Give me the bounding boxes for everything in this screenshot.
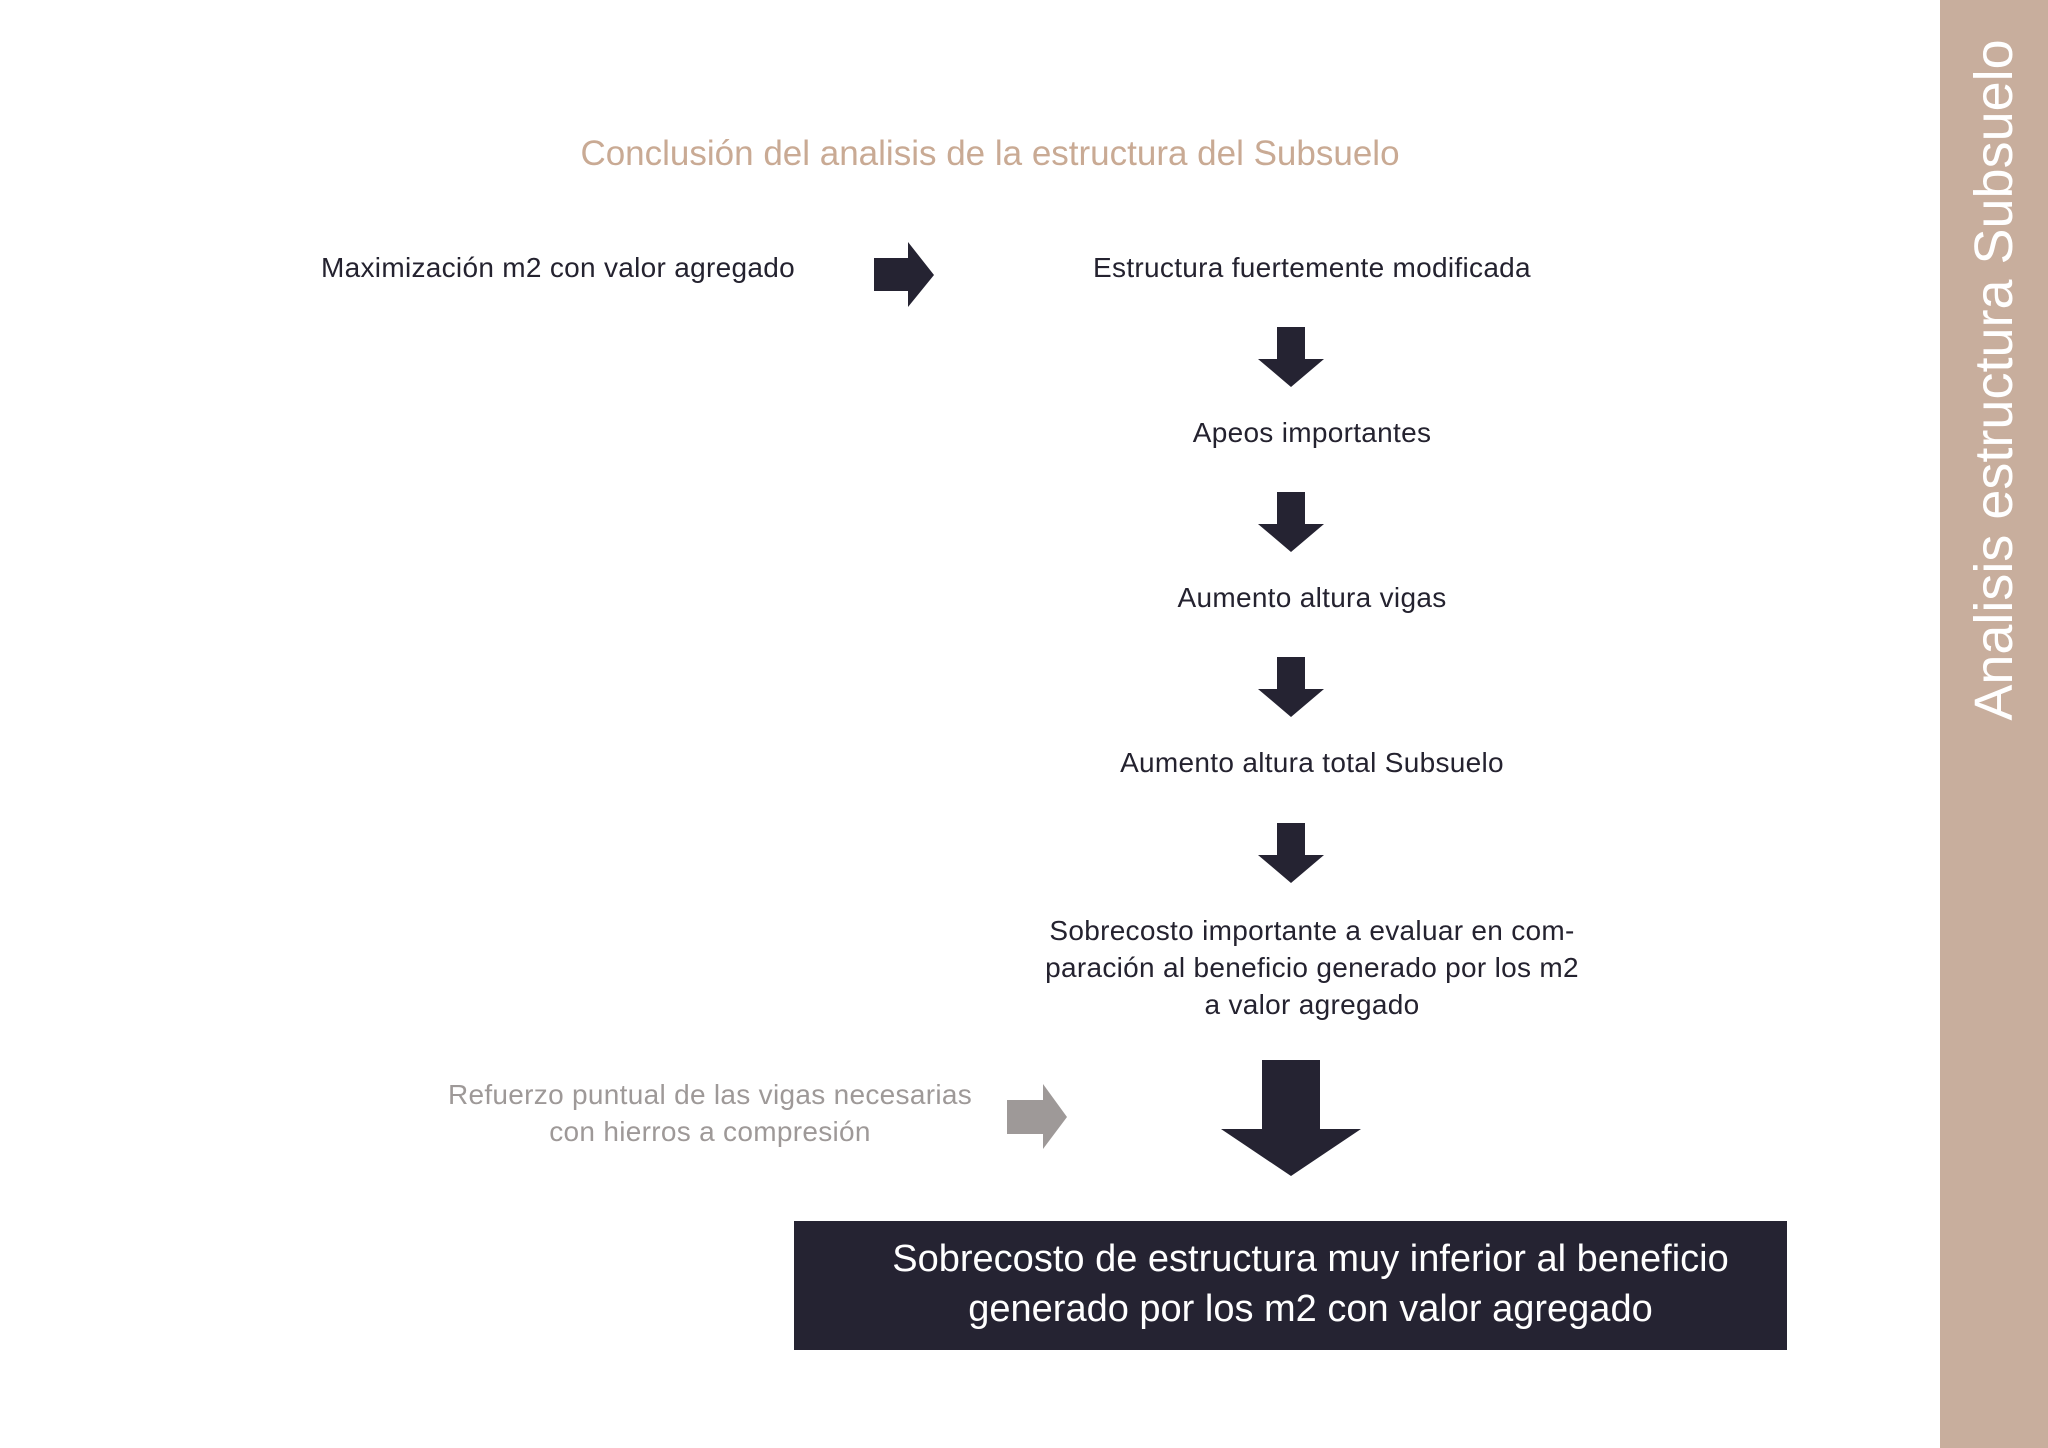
step-1: Estructura fuertemente modificada: [1093, 252, 1531, 283]
cost-note: Sobrecosto importante a evaluar en com- …: [1012, 912, 1612, 1023]
arrow-down-icon: [1258, 657, 1324, 717]
arrow-down-icon: [1258, 492, 1324, 552]
conclusion-line: Sobrecosto de estructura muy inferior al…: [892, 1238, 1729, 1280]
arrow-down-large-icon: [1221, 1060, 1361, 1176]
page-title: Conclusión del analisis de la estructura…: [580, 134, 1400, 173]
step-3: Aumento altura vigas: [1177, 582, 1447, 613]
side-input-line: Refuerzo puntual de las vigas necesarias: [447, 1079, 973, 1110]
cost-note-line: Sobrecosto importante a evaluar en com-: [1049, 915, 1575, 946]
conclusion-line: generado por los m2 con valor agregado: [968, 1288, 1653, 1330]
cost-note-line: a valor agregado: [1204, 989, 1420, 1020]
sidebar: Analisis estructura Subsuelo: [1940, 0, 2048, 1448]
input-label: Maximización m2 con valor agregado: [321, 252, 795, 283]
arrow-right-icon: [874, 242, 934, 307]
arrow-down-icon: [1258, 327, 1324, 387]
step-2: Apeos importantes: [1192, 417, 1432, 448]
side-input: Refuerzo puntual de las vigas necesarias…: [410, 1076, 1010, 1150]
side-input-line: con hierros a compresión: [549, 1116, 871, 1147]
arrow-right-grey-icon: [1007, 1084, 1067, 1149]
step-4: Aumento altura total Subsuelo: [1120, 747, 1504, 778]
arrow-down-icon: [1258, 823, 1324, 883]
cost-note-line: paración al beneficio generado por los m…: [1045, 952, 1579, 983]
conclusion-box: Sobrecosto de estructura muy inferior al…: [794, 1221, 1787, 1350]
